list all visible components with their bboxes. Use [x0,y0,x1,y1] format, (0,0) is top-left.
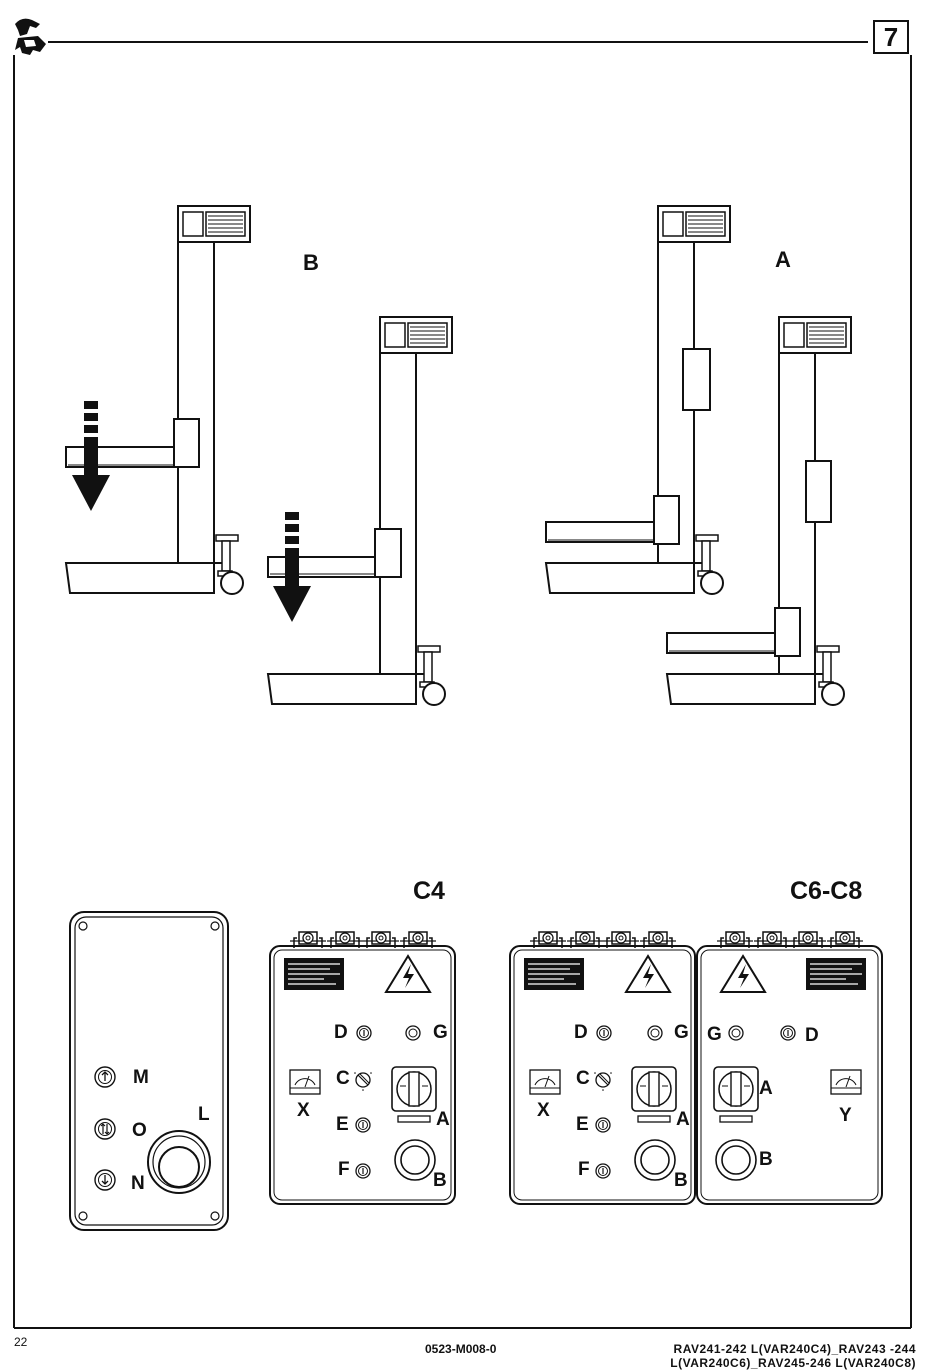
remote-label-o: O [132,1121,147,1140]
c6c8-left-label-c: C [576,1069,590,1088]
remote-control-pendant [70,912,228,1230]
lift-b-column-1 [66,206,250,594]
c6c8-right-label-a: A [759,1079,773,1098]
c6c8-right-label-g: G [707,1025,722,1044]
c4-label-c: C [336,1069,350,1088]
footer-models-line-1: RAV241-242 L(VAR240C4)_RAV243 -244 [670,1342,916,1356]
c4-label-x: X [297,1101,310,1120]
lift-figure-b [66,206,452,705]
lift-figure-a [546,206,851,705]
heading-c4: C4 [413,879,445,904]
brand-logo-icon [15,19,46,55]
c6c8-left-label-f: F [578,1160,590,1179]
up-button-icon [95,1067,115,1087]
control-panel-c6c8-right [697,932,882,1204]
c6c8-right-label-y: Y [839,1106,852,1125]
c6c8-right-label-b: B [759,1150,773,1169]
control-panel-c6c8-left [510,932,695,1204]
c6c8-left-label-g: G [674,1023,689,1042]
page-number-box: 7 [873,20,909,54]
up-down-button-icon [95,1119,115,1139]
remote-label-l: L [198,1105,210,1124]
c4-label-b: B [433,1171,447,1190]
footer-models: RAV241-242 L(VAR240C4)_RAV243 -244 L(VAR… [670,1342,916,1370]
footer-page-number: 22 [14,1335,27,1349]
c6c8-left-label-b: B [674,1171,688,1190]
c6c8-left-label-x: X [537,1101,550,1120]
c4-label-d: D [334,1023,348,1042]
lift-a-column-1 [546,206,730,594]
c6c8-left-label-d: D [574,1023,588,1042]
c6c8-left-label-e: E [576,1115,589,1134]
control-panel-c4 [270,932,455,1204]
footer-doc-code: 0523-M008-0 [425,1342,496,1356]
c4-label-g: G [433,1023,448,1042]
remote-label-m: M [133,1068,149,1087]
down-button-icon [95,1170,115,1190]
c4-label-f: F [338,1160,350,1179]
emergency-stop-icon [148,1131,210,1193]
c4-label-a: A [436,1110,450,1129]
figure-b-label: B [303,252,319,274]
heading-c6c8: C6-C8 [790,879,862,904]
lift-b-column-2 [268,317,452,705]
figure-a-label: A [775,249,791,271]
c6c8-left-label-a: A [676,1110,690,1129]
c6c8-right-label-d: D [805,1026,819,1045]
c4-label-e: E [336,1115,349,1134]
remote-label-n: N [131,1174,145,1193]
footer-models-line-2: L(VAR240C6)_RAV245-246 L(VAR240C8) [670,1356,916,1370]
